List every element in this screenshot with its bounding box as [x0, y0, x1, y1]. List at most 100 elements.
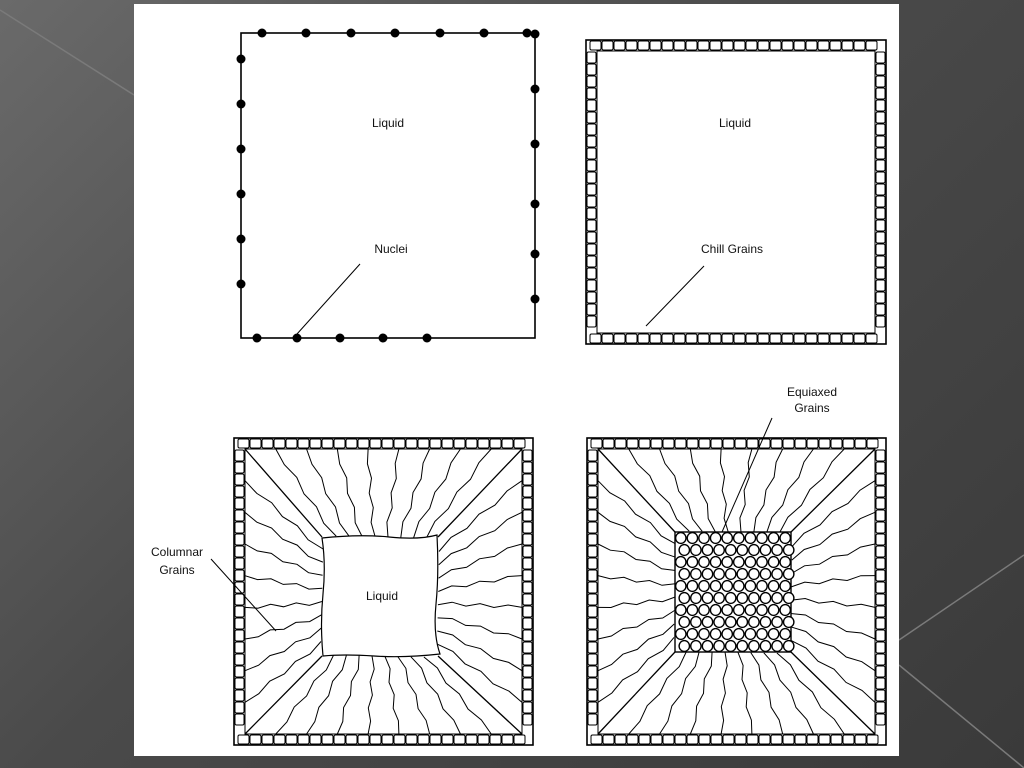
nucleus-dot: [346, 28, 356, 38]
chill-grain: [586, 207, 597, 220]
chill-grain: [875, 701, 886, 714]
equiaxed-grain: [678, 591, 691, 605]
chill-grain: [782, 734, 795, 745]
chill-grain: [234, 473, 245, 486]
equiaxed-grain: [690, 567, 702, 581]
columnar-grain: [597, 575, 676, 586]
equiaxed-grain: [759, 567, 772, 581]
equiaxed-grain: [674, 603, 687, 617]
equiaxed-grain: [767, 603, 780, 617]
equiaxed-grain: [713, 615, 725, 629]
chill-grain: [393, 734, 406, 745]
equiaxed-grain: [732, 579, 745, 593]
equiaxed-grain: [713, 591, 725, 605]
equiaxed-grain: [779, 627, 792, 641]
chill-grain: [285, 734, 298, 745]
chill-grain: [709, 333, 722, 344]
chill-grain: [818, 734, 831, 745]
chill-grain: [661, 333, 674, 344]
columnar-grain: [659, 651, 700, 735]
chill-grain: [686, 734, 699, 745]
equiaxed-grain: [709, 579, 722, 593]
columnar-grain: [597, 610, 675, 640]
chill-grain: [309, 734, 322, 745]
chill-grain: [601, 40, 614, 51]
grain-boundary-diagonal: [437, 655, 523, 735]
chill-grain: [875, 87, 886, 100]
chill-grain: [782, 438, 795, 449]
chill-grain: [650, 734, 663, 745]
equiaxed-grain: [756, 555, 768, 569]
chill-grain: [234, 653, 245, 666]
equiaxed-grain: [724, 615, 737, 629]
chill-grain: [587, 653, 598, 666]
chill-grain: [369, 438, 382, 449]
columnar-grain: [737, 652, 753, 735]
equiaxed-grain: [782, 639, 795, 653]
chill-grain: [587, 497, 598, 510]
chill-grain: [853, 40, 866, 51]
equiaxed-grain: [779, 579, 792, 593]
nucleus-dot: [479, 28, 489, 38]
chill-grain: [875, 147, 886, 160]
chill-grain: [793, 333, 806, 344]
equiaxed-grain: [736, 591, 749, 605]
equiaxed-grain: [709, 555, 722, 569]
chill-grain: [587, 557, 598, 570]
columnar-grain: [597, 480, 677, 545]
chill-grain: [875, 557, 886, 570]
chill-grain: [626, 734, 639, 745]
chill-grain: [817, 333, 830, 344]
chill-grain: [234, 701, 245, 714]
nucleus-dot: [530, 29, 540, 39]
chill-inner-wall: [596, 50, 876, 334]
chill-grain: [321, 734, 334, 745]
columnar-grain: [719, 448, 729, 533]
equiaxed-grain: [721, 555, 734, 569]
chill-grain: [818, 438, 831, 449]
equiaxed-leader-line: [721, 417, 773, 533]
equiaxed-label-line2: Grains: [794, 401, 829, 415]
columnar-grain: [275, 448, 337, 537]
chill-grain: [586, 147, 597, 160]
chill-grains-label: Chill Grains: [701, 242, 763, 256]
columnar-grain: [244, 543, 323, 576]
chill-grain: [806, 438, 819, 449]
chill-grain: [234, 509, 245, 522]
equiaxed-grain: [744, 531, 757, 545]
chill-grain: [875, 641, 886, 654]
chill-grain: [586, 255, 597, 268]
chill-grain: [875, 509, 886, 522]
equiaxed-grain: [736, 567, 749, 581]
columnar-grain: [790, 613, 876, 640]
nucleus-dot: [252, 333, 262, 343]
chill-grain: [522, 617, 533, 630]
chill-grain: [614, 734, 627, 745]
columnar-grain: [791, 511, 876, 561]
chill-grain: [587, 713, 598, 726]
chill-grain: [234, 713, 245, 726]
chill-grain: [698, 734, 711, 745]
chill-grain: [875, 99, 886, 112]
chill-grain: [587, 593, 598, 606]
chill-grain: [586, 219, 597, 232]
equiaxed-grain: [678, 567, 691, 581]
chill-grain: [586, 267, 597, 280]
chill-grain: [875, 521, 886, 534]
chill-grain: [234, 449, 245, 462]
chill-grain: [674, 438, 687, 449]
equiaxed-grain: [713, 567, 725, 581]
chill-grain: [465, 734, 478, 745]
chill-grain: [875, 593, 886, 606]
chill-grain: [501, 734, 514, 745]
chill-grain: [875, 51, 886, 64]
chill-grain: [589, 40, 602, 51]
chill-grain: [875, 581, 886, 594]
chill-grain: [674, 734, 687, 745]
chill-grain-ring: [234, 438, 533, 745]
columnar-grain: [413, 448, 461, 538]
chill-grain: [381, 438, 394, 449]
equiaxed-grain: [724, 591, 737, 605]
chill-grain: [875, 207, 886, 220]
